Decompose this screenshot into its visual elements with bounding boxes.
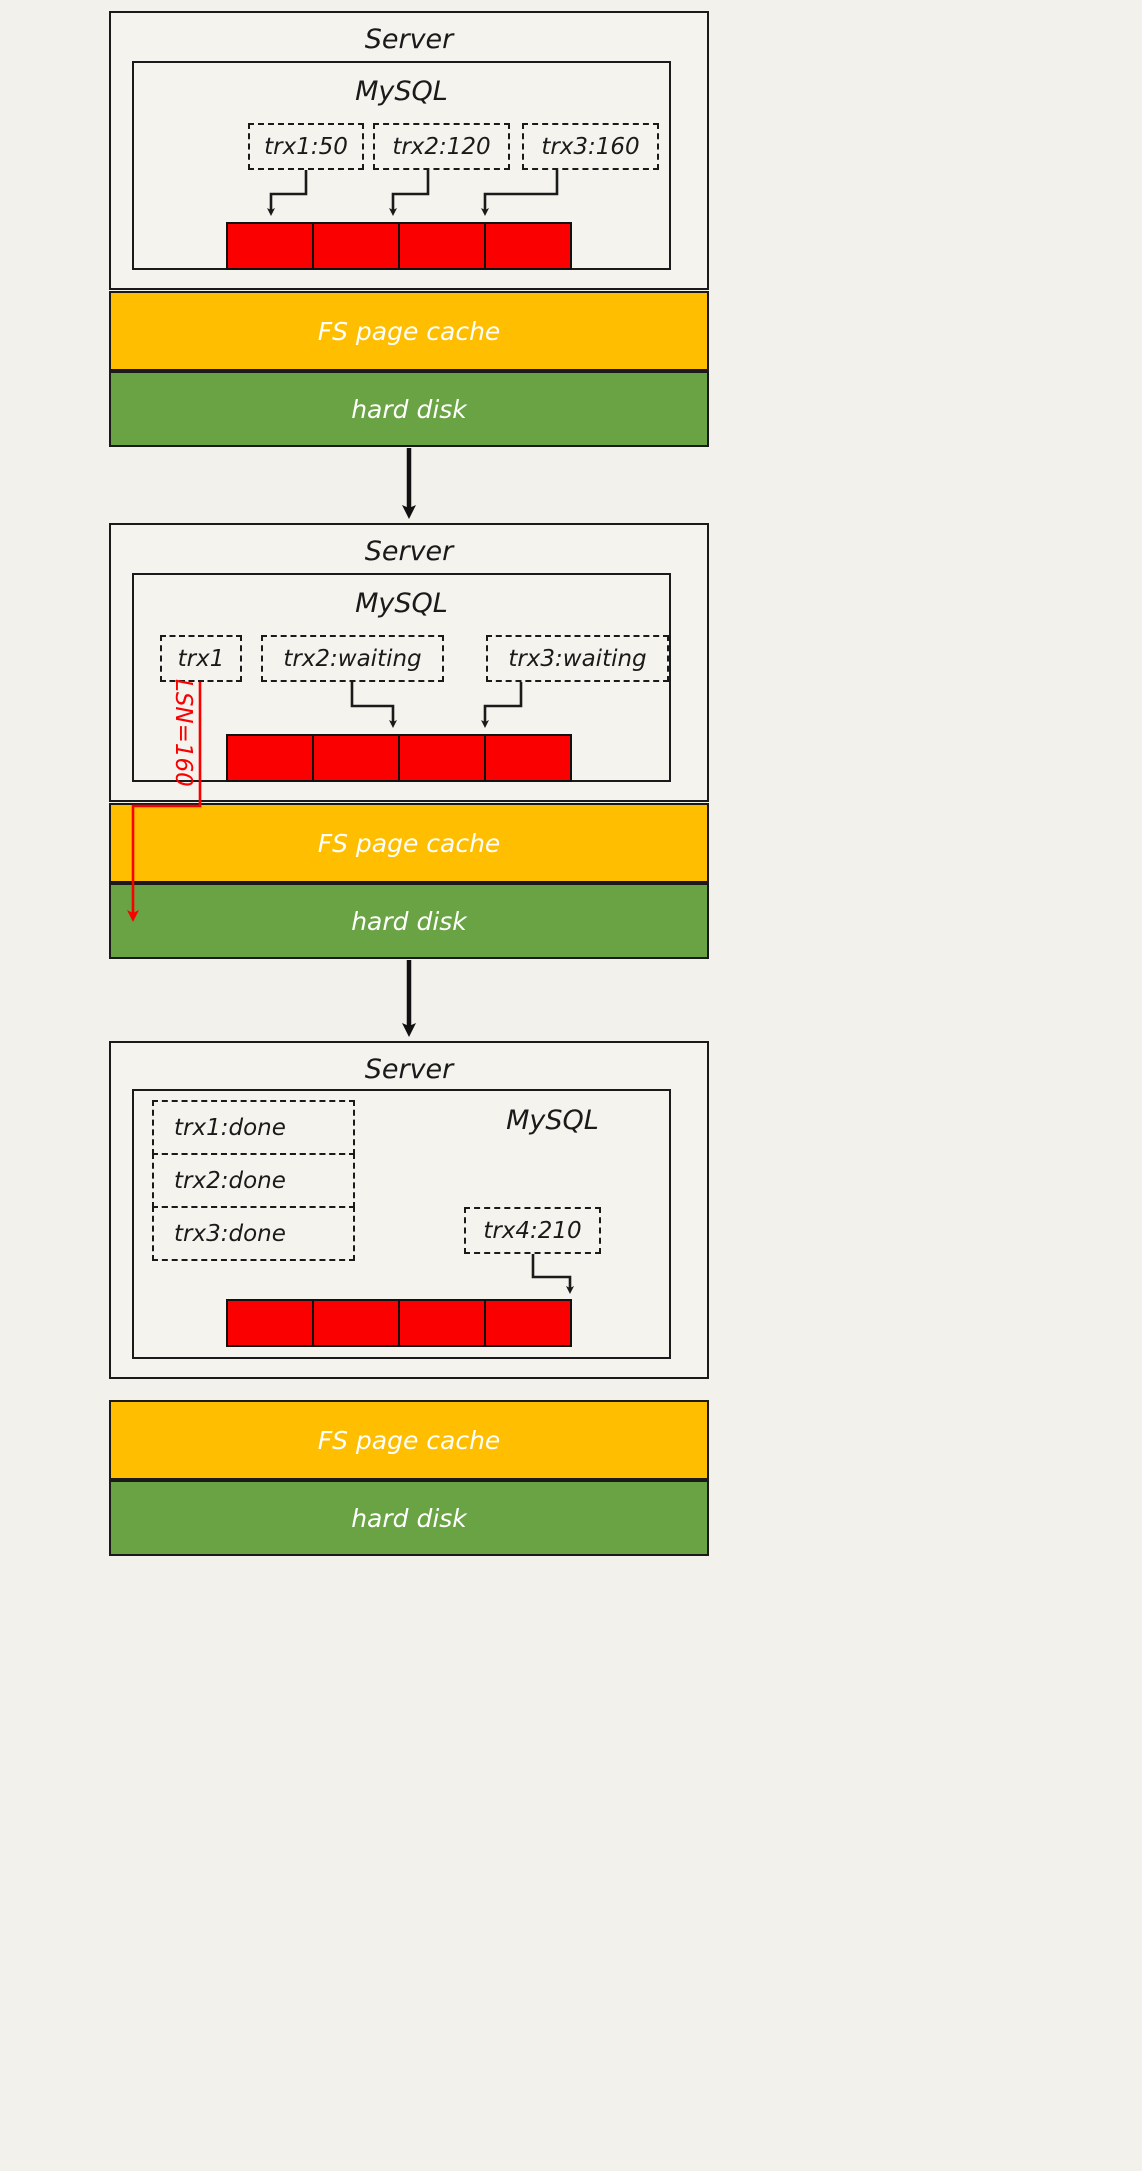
stage-1-trx-2[interactable]: trx2:120 [373,123,510,170]
redo-segment [228,224,314,268]
stage-3-fs-page-cache: FS page cache [109,1400,709,1480]
stage-1-mysql-label: MySQL [355,76,448,107]
stage-3-server-label: Server [364,1054,454,1085]
stage-2-redo-buffer [226,734,572,782]
stage-3-hard-disk: hard disk [109,1480,709,1556]
redo-segment [400,224,486,268]
stage-2-fs-page-cache: FS page cache [109,803,709,883]
stage-1-server-label: Server [364,24,454,55]
redo-segment [314,224,400,268]
stage-2-hard-disk: hard disk [109,883,709,959]
stage-1-hard-disk: hard disk [109,371,709,447]
stage-3-mysql-label: MySQL [506,1105,599,1136]
redo-segment [486,1301,570,1345]
redo-segment [486,736,570,780]
stage-1-trx-3[interactable]: trx3:160 [522,123,659,170]
redo-segment [228,1301,314,1345]
stage-2-trx-2[interactable]: trx2:waiting [261,635,444,682]
stage-2-mysql-label: MySQL [355,588,448,619]
stage-3-trx-done-1[interactable]: trx1:done [152,1100,355,1155]
stage-2-lsn-label: LSN=160 [170,679,196,787]
stage-3-trx-done-2[interactable]: trx2:done [152,1153,355,1208]
redo-segment [400,736,486,780]
stage-1-trx-1[interactable]: trx1:50 [248,123,364,170]
redo-segment [314,1301,400,1345]
redo-segment [486,224,570,268]
stage-1-fs-page-cache: FS page cache [109,291,709,371]
stage-3-trx-4[interactable]: trx4:210 [464,1207,601,1254]
redo-segment [228,736,314,780]
redo-segment [400,1301,486,1345]
redo-segment [314,736,400,780]
stage-2-trx-3[interactable]: trx3:waiting [486,635,669,682]
stage-3-trx-done-3[interactable]: trx3:done [152,1206,355,1261]
stage-1-redo-buffer [226,222,572,270]
stage-2-trx-1[interactable]: trx1 [160,635,242,682]
stage-3-redo-buffer [226,1299,572,1347]
stage-2-server-label: Server [364,536,454,567]
